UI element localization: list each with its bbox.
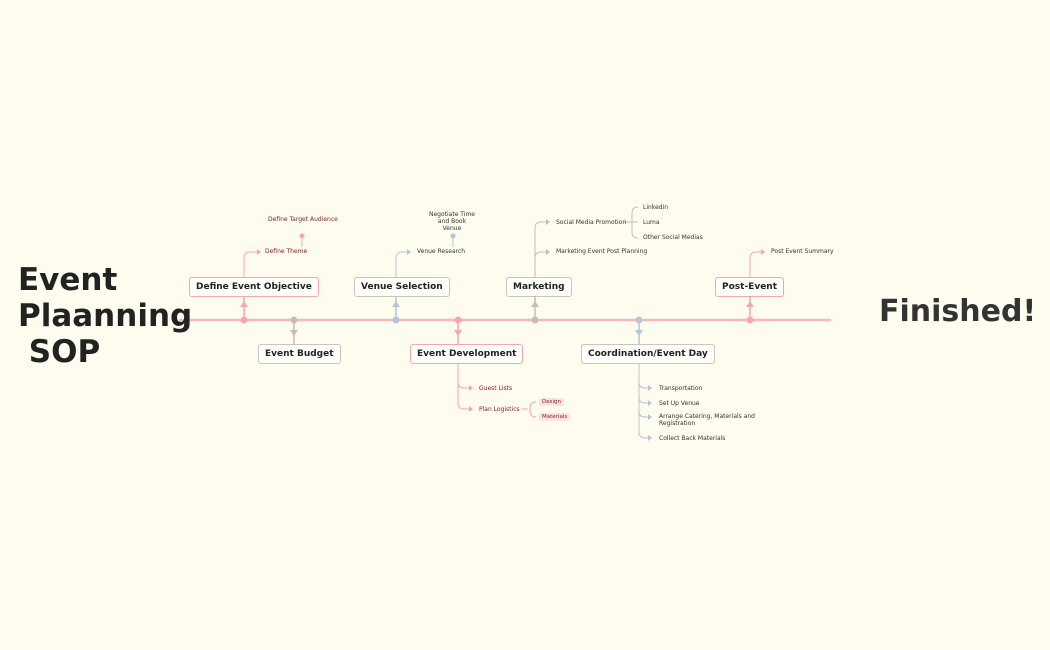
tag-design[interactable]: Design bbox=[539, 398, 564, 406]
sub-set-up-venue[interactable]: Set Up Venue bbox=[659, 400, 700, 407]
node-coordination-event-day[interactable]: Coordination/Event Day bbox=[581, 344, 715, 364]
diagram-title: Event Plaanning SOP bbox=[18, 262, 192, 370]
sub-plan-logistics[interactable]: Plan Logistics bbox=[479, 406, 520, 413]
sub-post-event-summary[interactable]: Post Event Summary bbox=[771, 248, 834, 255]
sub-define-target-audience[interactable]: Define Target Audience bbox=[268, 216, 338, 223]
connector-define-objective bbox=[240, 233, 305, 324]
node-venue-selection[interactable]: Venue Selection bbox=[354, 277, 450, 297]
sub-transportation[interactable]: Transportation bbox=[659, 385, 703, 392]
connector-post-event bbox=[746, 249, 765, 324]
node-event-budget[interactable]: Event Budget bbox=[258, 344, 341, 364]
node-define-event-objective[interactable]: Define Event Objective bbox=[189, 277, 319, 297]
node-marketing[interactable]: Marketing bbox=[506, 277, 572, 297]
title-line-3: SOP bbox=[18, 334, 101, 370]
connector-event-budget bbox=[290, 316, 298, 344]
sub-marketing-post-planning[interactable]: Marketing Event Post Planning bbox=[556, 248, 648, 255]
sub-guest-lists[interactable]: Guest Lists bbox=[479, 385, 513, 392]
sub-venue-research[interactable]: Venue Research bbox=[417, 248, 466, 255]
title-line-2: Plaanning bbox=[18, 298, 193, 334]
sub-negotiate-book-venue[interactable]: Negotiate Time and Book Venue bbox=[429, 211, 475, 232]
finish-label: Finished! bbox=[879, 294, 1037, 329]
connector-marketing bbox=[531, 206, 639, 324]
sub-arrange-catering[interactable]: Arrange Catering, Materials and Registra… bbox=[659, 413, 755, 427]
connector-venue-selection bbox=[392, 233, 456, 324]
connector-coordination bbox=[635, 316, 652, 441]
title-line-1: Event bbox=[18, 262, 118, 298]
connector-event-development bbox=[454, 316, 537, 418]
sub-other-social-medias[interactable]: Other Social Medias bbox=[643, 234, 703, 241]
tag-materials[interactable]: Materials bbox=[539, 413, 571, 421]
sub-luma[interactable]: Luma bbox=[643, 219, 660, 226]
sub-linkedin[interactable]: Linkedin bbox=[643, 204, 669, 211]
node-event-development[interactable]: Event Development bbox=[410, 344, 524, 364]
sub-social-media-promotion[interactable]: Social Media Promotion bbox=[556, 219, 627, 226]
node-post-event[interactable]: Post-Event bbox=[715, 277, 785, 297]
sub-collect-back-materials[interactable]: Collect Back Materials bbox=[659, 435, 726, 442]
sub-define-theme[interactable]: Define Theme bbox=[265, 248, 308, 255]
